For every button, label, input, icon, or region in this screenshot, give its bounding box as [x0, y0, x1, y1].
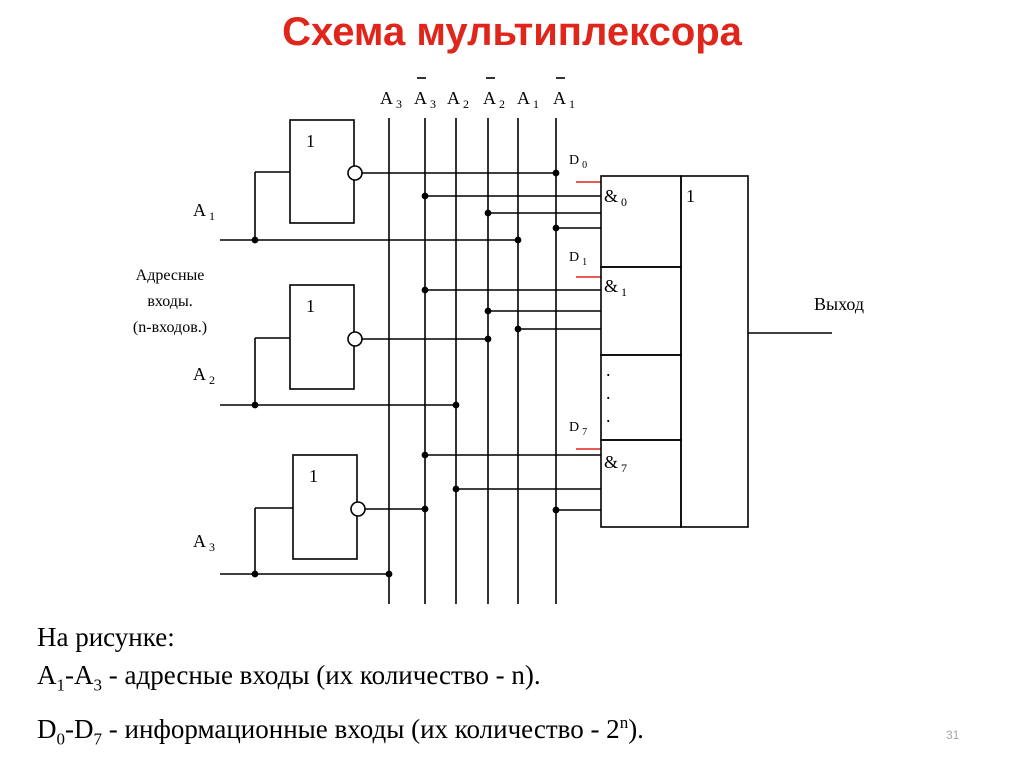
address-inputs-note: входы. [147, 293, 192, 310]
output-label: Выход [814, 294, 864, 314]
junction-dot [552, 224, 560, 232]
junction-dot [552, 169, 560, 177]
or-gate-symbol: 1 [686, 186, 695, 206]
ellipsis-dot: . [606, 360, 611, 380]
caption: На рисунке: A1-A3 - адресные входы (их к… [37, 618, 644, 759]
inverter-symbol: 1 [309, 466, 318, 486]
and-gate-ellipsis-block [600, 354, 682, 441]
and-gate-symbol: &7 [604, 452, 627, 475]
junction-dot [421, 451, 429, 459]
junction-dot [514, 325, 522, 333]
inverter-gate [289, 119, 355, 224]
inverter-gate [292, 454, 358, 560]
caption-data-line: D0-D7 - информационные входы (их количес… [37, 713, 644, 749]
inversion-bubble [350, 501, 366, 517]
inverter-symbol: 1 [306, 296, 315, 316]
ellipsis-dot: . [606, 406, 611, 426]
address-inputs-note: Адресные [136, 267, 205, 284]
junction-dot [484, 335, 492, 343]
or-gate [680, 175, 749, 528]
junction-dot [452, 485, 460, 493]
junction-dot [514, 236, 522, 244]
junction-dot [421, 286, 429, 294]
junction-dot [484, 209, 492, 217]
and-gate-symbol: &1 [604, 276, 627, 299]
caption-heading: На рисунке: [37, 622, 175, 652]
junction-dot [421, 505, 429, 513]
junction-dot [251, 570, 259, 578]
page-number: 31 [946, 728, 960, 742]
and-gate-symbol: &0 [604, 186, 627, 209]
junction-dot [484, 307, 492, 315]
gates [289, 119, 749, 560]
caption-address-line: A1-A3 - адресные входы (их количество - … [37, 660, 541, 695]
inversion-bubble [347, 165, 363, 181]
junction-dot [552, 506, 560, 514]
ellipsis-dot: . [606, 383, 611, 403]
address-inputs-note: (n-входов.) [133, 319, 207, 336]
junction-dot [385, 570, 393, 578]
wires [220, 77, 832, 604]
inversion-bubble [347, 331, 363, 347]
junction-dot [452, 401, 460, 409]
slide-title: Схема мультиплексора [282, 10, 742, 54]
junction-dot [251, 401, 259, 409]
junction-dot [421, 192, 429, 200]
inverter-symbol: 1 [306, 131, 315, 151]
junction-dot [251, 236, 259, 244]
inverter-gate [289, 284, 355, 390]
